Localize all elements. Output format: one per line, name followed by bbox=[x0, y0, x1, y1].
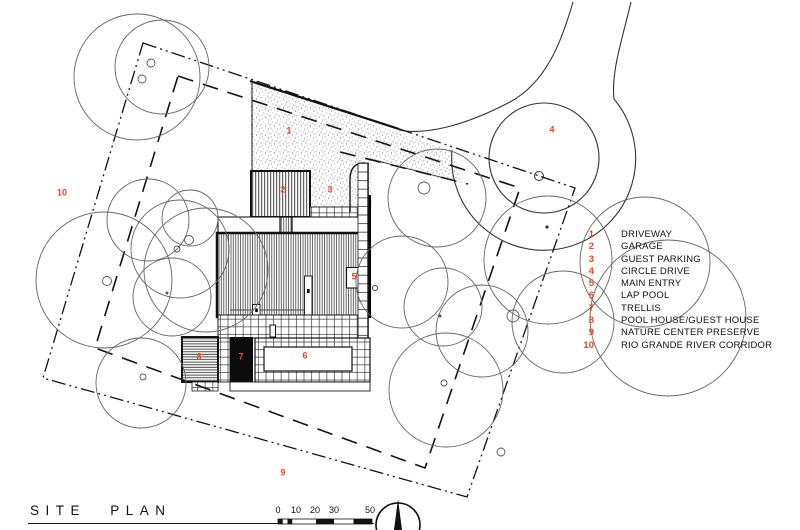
plan-label-9: 9 bbox=[280, 467, 286, 478]
plan-label-2: 2 bbox=[280, 184, 286, 195]
small-dot bbox=[545, 225, 549, 229]
legend-label: DRIVEWAY bbox=[621, 229, 673, 240]
scale-bar bbox=[277, 518, 373, 525]
legend-label: RIO GRANDE RIVER CORRIDOR bbox=[621, 339, 773, 351]
main-house bbox=[215, 231, 362, 319]
plan-label-3: 3 bbox=[327, 184, 333, 195]
property-boundaries bbox=[42, 42, 576, 498]
house-slot-1 bbox=[304, 275, 313, 318]
legend-item-driveway: 1 DRIVEWAY bbox=[578, 229, 772, 241]
legend-num: 1 bbox=[588, 229, 594, 240]
garage-house-connector bbox=[279, 216, 293, 234]
legend-num: 8 bbox=[588, 315, 594, 327]
terrace-left-column bbox=[217, 337, 231, 383]
scale-tick-20: 20 bbox=[309, 505, 321, 515]
legend-item-lap-pool: 6 LAP POOL bbox=[578, 290, 772, 302]
scale-tick-10: 10 bbox=[290, 505, 302, 515]
trellis bbox=[230, 337, 253, 383]
small-post bbox=[372, 285, 378, 291]
property-line-outer bbox=[42, 42, 576, 498]
tree-trunks bbox=[102, 58, 520, 457]
road-edge-left bbox=[398, 1, 574, 132]
legend-num: 7 bbox=[588, 302, 594, 314]
house-complex bbox=[181, 162, 378, 392]
plan-label-8: 8 bbox=[196, 351, 202, 362]
circle-drive-outer-arc bbox=[451, 98, 637, 251]
legend-label: TRELLIS bbox=[621, 302, 661, 314]
title-block bbox=[28, 499, 421, 530]
parking-walkway bbox=[309, 206, 359, 219]
scale-tick-50: 50 bbox=[364, 505, 376, 515]
legend-label: LAP POOL bbox=[621, 290, 670, 302]
legend-item-river-corridor: 10 RIO GRANDE RIVER CORRIDOR bbox=[578, 340, 772, 352]
pool-house bbox=[181, 336, 219, 383]
legend-num: 9 bbox=[588, 327, 594, 339]
page-title: SITE PLAN bbox=[30, 503, 172, 518]
house-slot-2-dot bbox=[255, 308, 258, 313]
legend-label: GARAGE bbox=[621, 241, 663, 253]
setback-line-extra bbox=[339, 151, 469, 185]
legend-item-pool-house: 8 POOL HOUSE/GUEST HOUSE bbox=[578, 315, 772, 327]
plan-label-7: 7 bbox=[238, 351, 244, 362]
circle-drive bbox=[398, 1, 637, 251]
legend-label: GUEST PARKING bbox=[621, 253, 701, 265]
legend-num: 6 bbox=[588, 290, 594, 302]
plan-label-1: 1 bbox=[286, 125, 292, 136]
lower-ledge bbox=[229, 381, 371, 392]
legend-num: 4 bbox=[588, 265, 594, 277]
legend-num: 10 bbox=[583, 339, 594, 351]
plan-label-4: 4 bbox=[549, 124, 555, 135]
legend-num: 3 bbox=[588, 253, 594, 265]
north-arrow-icon bbox=[375, 499, 421, 530]
terrace-slot bbox=[269, 324, 276, 338]
scale-tick-30: 30 bbox=[328, 505, 340, 515]
circle-drive-inner-circle bbox=[488, 102, 600, 214]
legend-item-guest-parking: 3 GUEST PARKING bbox=[578, 254, 772, 266]
legend-item-circle-drive: 4 CIRCLE DRIVE bbox=[578, 266, 772, 278]
legend-num: 5 bbox=[588, 278, 594, 290]
plan-label-10: 10 bbox=[56, 187, 68, 198]
legend-label: CIRCLE DRIVE bbox=[621, 265, 690, 277]
road-edge-right bbox=[612, 1, 632, 100]
plan-label-6: 6 bbox=[302, 350, 308, 361]
setback-line-inner bbox=[94, 74, 522, 470]
legend-item-trellis: 7 TRELLIS bbox=[578, 303, 772, 315]
drive-center-tree bbox=[534, 171, 544, 181]
terrace-grid bbox=[217, 314, 359, 339]
scale-tick-0: 0 bbox=[275, 505, 281, 515]
legend-num: 2 bbox=[588, 241, 594, 253]
legend: 1 DRIVEWAY 2 GARAGE 3 GUEST PARKING 4 CI… bbox=[578, 229, 772, 352]
plan-label-5: 5 bbox=[351, 271, 357, 282]
legend-item-main-entry: 5 MAIN ENTRY bbox=[578, 278, 772, 290]
house-slot-1-dot bbox=[307, 289, 310, 293]
legend-label: POOL HOUSE/GUEST HOUSE bbox=[621, 315, 760, 327]
legend-item-garage: 2 GARAGE bbox=[578, 241, 772, 253]
garage-building bbox=[250, 170, 311, 218]
legend-label: NATURE CENTER PRESERVE bbox=[621, 327, 760, 339]
pool-house-step bbox=[191, 381, 219, 392]
legend-label: MAIN ENTRY bbox=[621, 278, 682, 290]
lap-pool-water bbox=[263, 346, 353, 372]
legend-item-nature-preserve: 9 NATURE CENTER PRESERVE bbox=[578, 327, 772, 339]
